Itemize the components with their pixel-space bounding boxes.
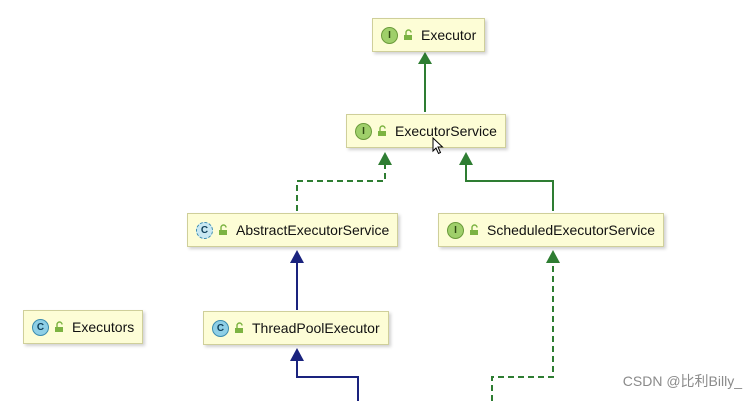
node-label: Executor bbox=[421, 27, 477, 43]
open-lock-icon bbox=[470, 224, 478, 235]
open-lock-icon bbox=[219, 224, 227, 235]
node-label: ThreadPoolExecutor bbox=[252, 320, 380, 336]
abstract-class-icon: C bbox=[196, 221, 213, 239]
node-executor[interactable]: I Executor bbox=[372, 18, 486, 52]
edge-threadpoolexecutor-extends-abstractexecutorservice bbox=[290, 250, 304, 310]
interface-icon: I bbox=[355, 122, 372, 140]
open-lock-icon bbox=[404, 29, 412, 40]
edge-scheduledexecutorservice-extends-executorservice bbox=[459, 152, 554, 211]
edge-abstractexecutorservice-implements-executorservice bbox=[296, 152, 392, 211]
mouse-pointer-icon bbox=[432, 137, 444, 155]
interface-icon: I bbox=[381, 26, 398, 44]
edge-executorservice-extends-executor bbox=[418, 52, 432, 112]
open-lock-icon bbox=[235, 322, 243, 333]
node-scheduledexecutorservice[interactable]: I ScheduledExecutorService bbox=[438, 213, 665, 247]
node-label: Executors bbox=[72, 319, 135, 335]
class-icon: C bbox=[32, 318, 49, 336]
open-lock-icon bbox=[55, 321, 63, 332]
node-executors[interactable]: C Executors bbox=[23, 310, 144, 344]
watermark: CSDN @比利Billy_ bbox=[622, 373, 742, 389]
node-label: ScheduledExecutorService bbox=[487, 222, 656, 238]
node-threadpoolexecutor[interactable]: C ThreadPoolExecutor bbox=[203, 311, 389, 345]
node-abstractexecutorservice[interactable]: C AbstractExecutorService bbox=[187, 213, 399, 247]
node-executorservice[interactable]: I ExecutorService bbox=[346, 114, 506, 148]
open-lock-icon bbox=[378, 125, 386, 136]
node-label: ExecutorService bbox=[395, 123, 497, 139]
edge-offscreen-extends-threadpoolexecutor bbox=[290, 348, 359, 401]
class-icon: C bbox=[212, 319, 229, 337]
edge-offscreen-implements-scheduledexecutorservice bbox=[491, 250, 560, 401]
node-label: AbstractExecutorService bbox=[236, 222, 390, 238]
interface-icon: I bbox=[447, 221, 464, 239]
